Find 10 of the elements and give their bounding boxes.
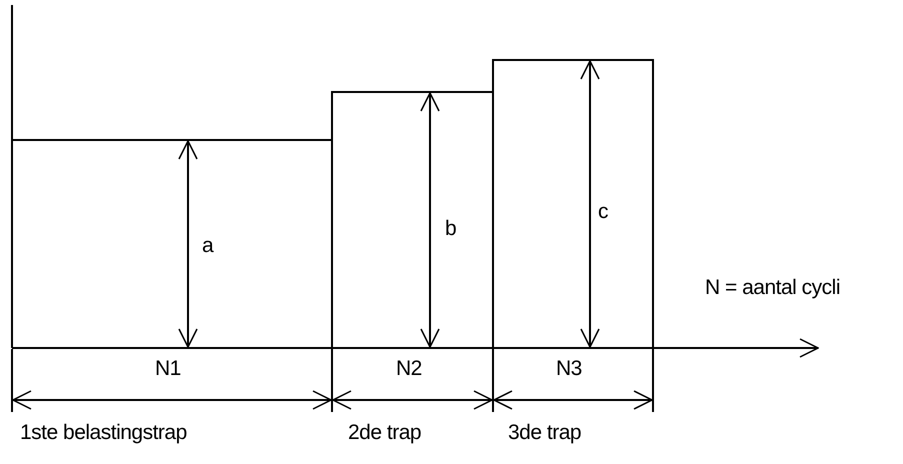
dimension-label: c [598, 200, 608, 224]
interval-label: N2 [396, 357, 422, 381]
stage-label: 3de trap [508, 421, 582, 445]
axis-label: N = aantal cycli [705, 276, 840, 300]
interval-label: N1 [155, 357, 181, 381]
dimension-label: a [202, 234, 214, 258]
stage-label: 1ste belastingstrap [20, 421, 187, 445]
stage-label: 2de trap [348, 421, 422, 445]
dimension-label: b [445, 217, 456, 241]
interval-label: N3 [556, 357, 582, 381]
